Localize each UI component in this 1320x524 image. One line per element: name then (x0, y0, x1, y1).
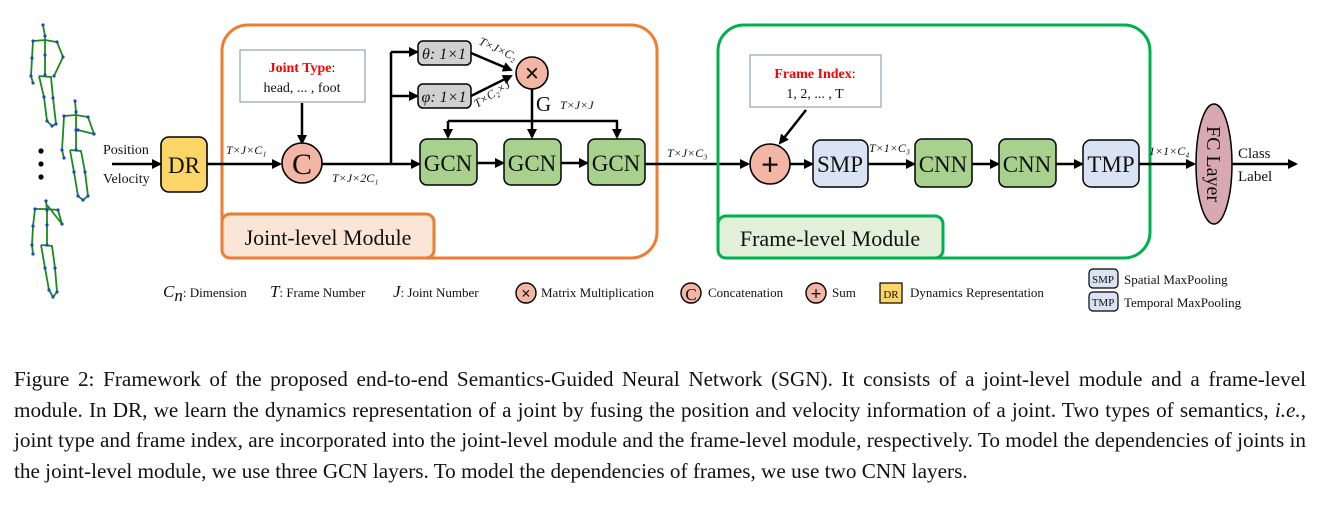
frame-index-title-text: Frame Index (774, 67, 851, 82)
gcn-block-2: GCN (503, 138, 562, 186)
legend-cn-text: : Dimension (183, 285, 247, 300)
frame-level-module-label-box (716, 214, 945, 260)
legend-dr-icon (879, 282, 903, 304)
caption-ie: i.e. (1274, 397, 1301, 422)
concat-symbol: C (292, 148, 312, 181)
legend-t: T: Frame Number (270, 282, 366, 301)
skeleton-frame-3 (31, 200, 63, 299)
output-label-label: Label (1238, 169, 1272, 185)
legend-smp-icon-label: SMP (1092, 274, 1114, 286)
fc-layer-label: FC Layer (1202, 126, 1224, 202)
dim-g: T×J×J (560, 98, 594, 112)
legend-smp-icon (1088, 268, 1119, 289)
skeleton-frame-1 (30, 24, 64, 128)
phi-conv-label: φ: 1×1 (422, 89, 467, 106)
legend-dr-icon-label: DR (883, 289, 899, 301)
output-class-label: Class (1238, 146, 1271, 162)
theta-conv-label: θ: 1×1 (422, 46, 466, 63)
frame-index-colon: : (852, 67, 856, 82)
legend-tmp-icon-label: TMP (1092, 297, 1115, 309)
dr-label: DR (168, 153, 201, 178)
legend-matmul-icon (515, 282, 537, 304)
legend-smp-text: Spatial MaxPooling (1124, 272, 1228, 287)
legend-concat-icon (680, 282, 702, 304)
gcn-2-label: GCN (508, 151, 557, 176)
frame-index-arrow (778, 109, 807, 145)
joint-level-module-label-box (220, 212, 436, 260)
caption-prefix: Figure 2: Framework of the proposed end-… (14, 367, 1306, 422)
gcn-3-label: GCN (592, 151, 641, 176)
legend-j-text: : Joint Number (401, 285, 480, 300)
legend-j-symbol: J (393, 282, 402, 301)
cnn-2-label: CNN (1003, 152, 1052, 177)
theta-to-matmul-arrow (470, 51, 513, 72)
figure-caption: Figure 2: Framework of the proposed end-… (14, 364, 1306, 486)
joint-type-title-text: Joint Type (269, 61, 332, 76)
gcn-1-label: GCN (424, 151, 473, 176)
legend-cn: Cn: Dimension (163, 282, 247, 305)
joint-type-title: Joint Type: (269, 61, 336, 76)
ellipsis-dots (38, 148, 44, 180)
dim-after-smp: T×1×C₃ (869, 141, 910, 155)
sgn-framework-diagram: Position Velocity DR Joint-level Module … (29, 23, 1298, 312)
joint-level-module-frame (220, 23, 659, 260)
joint-type-colon: : (332, 61, 336, 76)
legend-tmp-text: Temporal MaxPooling (1124, 295, 1242, 310)
dim-after-dr: T×J×C₁ (226, 143, 266, 157)
legend-concat-text: Concatenation (708, 285, 784, 300)
caption-suffix: , joint type and frame index, are incorp… (14, 397, 1306, 483)
skeleton-sequence (30, 24, 96, 299)
legend-dr-text: Dynamics Representation (910, 285, 1044, 300)
legend-sum-icon (805, 282, 827, 304)
g-label: G (536, 92, 551, 116)
legend-sum-text: Sum (832, 285, 856, 300)
skeleton-frame-2 (61, 100, 96, 202)
legend-cn-symbol: C (163, 282, 175, 301)
joint-type-values: head, ... , foot (264, 81, 341, 96)
frame-index-title: Frame Index: (774, 67, 855, 82)
frame-index-values: 1, 2, ... , T (786, 87, 844, 102)
legend-t-text: : Frame Number (279, 285, 366, 300)
legend-tmp-icon (1088, 291, 1119, 312)
velocity-label: Velocity (103, 172, 150, 187)
legend-j: J: Joint Number (393, 282, 479, 301)
dim-phi-out: T×C₂×J (471, 77, 513, 111)
legend-cn-sub: n (174, 286, 183, 305)
cnn-block-2: CNN (998, 138, 1057, 188)
dim-after-gcn: T×J×C₃ (667, 146, 707, 160)
cnn-block-1: CNN (914, 138, 973, 188)
joint-type-box (239, 49, 366, 103)
legend-t-symbol: T (270, 282, 281, 301)
legend-matmul-icon-symbol: × (521, 284, 531, 303)
dim-after-tmp: 1×1×C₄ (1149, 144, 1189, 158)
position-label: Position (103, 143, 149, 158)
smp-label: SMP (817, 152, 863, 177)
gcn-block-1: GCN (419, 138, 478, 186)
legend-sum-icon-symbol: + (811, 284, 822, 305)
sum-symbol: + (761, 146, 779, 182)
frame-level-module-title: Frame-level Module (740, 226, 920, 251)
gcn-block-3: GCN (587, 138, 646, 186)
skeleton-joints (29, 23, 96, 299)
joint-level-module-title: Joint-level Module (245, 225, 412, 250)
matmul-symbol: × (525, 59, 540, 88)
dim-after-concat: T×J×2C₁ (332, 171, 378, 185)
phi-to-matmul-arrow (470, 74, 513, 98)
cnn-1-label: CNN (919, 152, 968, 177)
legend: Cn: Dimension T: Frame Number J: Joint N… (163, 268, 1242, 312)
legend-matmul-text: Matrix Multiplication (541, 285, 655, 300)
legend-concat-icon-symbol: C (685, 285, 696, 304)
frame-index-box (749, 54, 882, 108)
tmp-label: TMP (1087, 152, 1134, 177)
